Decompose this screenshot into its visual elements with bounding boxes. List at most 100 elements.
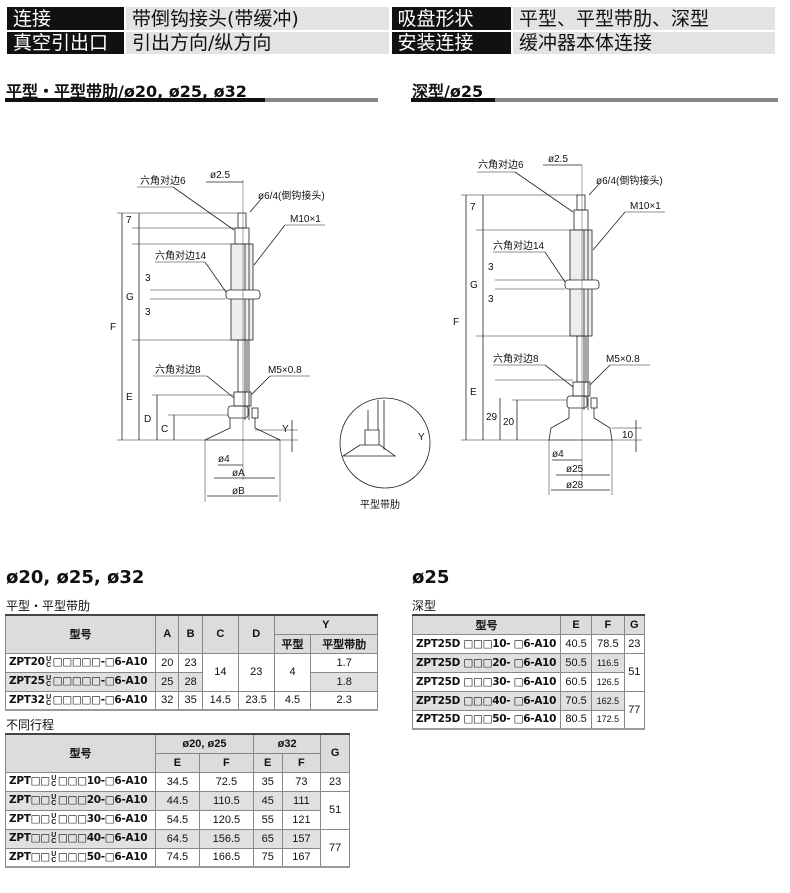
model-code-segment: □□□ <box>57 794 87 806</box>
cell: 20 <box>154 652 180 673</box>
section-bar <box>265 98 378 102</box>
col-header: 平型 <box>273 633 312 654</box>
dim-label: ø4 <box>218 454 230 465</box>
model-code-segment: 20-□6-A10 <box>86 794 148 806</box>
model-code: ZPT25D □□□30- □6-A10 <box>412 671 561 692</box>
col-header: A <box>154 614 180 654</box>
col-header: Y <box>273 614 379 635</box>
dim-label: M5×0.8 <box>606 354 640 365</box>
cell: 51 <box>320 790 350 830</box>
dim-label: ø2.5 <box>210 170 230 181</box>
model-code-segment: -□6-A10 <box>100 656 148 668</box>
dimension-drawings: ø2.5 六角对边6 ø6/4(倒钩接头) M10×1 六角对边14 六角对边8… <box>110 154 665 511</box>
dim-label: Y <box>418 432 425 443</box>
table-title-flat: 平型・平型带肋 <box>6 599 91 613</box>
model-code-segment: ZPT25D □□□50- □6-A10 <box>416 713 557 726</box>
cell: 14 <box>201 652 239 692</box>
cell: 32 <box>154 690 180 711</box>
cell: 110.5 <box>198 790 254 811</box>
model-code-segment: ZPT25D □□□40- □6-A10 <box>416 694 557 707</box>
model-code-segment: ZPT20 <box>9 656 45 668</box>
cell: 167 <box>281 847 322 868</box>
col-header: 型号 <box>412 614 561 635</box>
cell: 70.5 <box>559 690 593 711</box>
cell: 4.5 <box>273 690 312 711</box>
cell: 4 <box>273 652 312 692</box>
col-header: E <box>559 614 593 635</box>
dim-label: E <box>470 387 477 398</box>
model-code-segment: -□6-A10 <box>100 675 148 687</box>
dim-label: ø28 <box>566 480 584 491</box>
col-header: G <box>623 614 646 635</box>
model-code-segment: □□□□□ <box>52 656 101 668</box>
section-bar <box>411 98 495 102</box>
cell: 28 <box>178 671 203 692</box>
dim-label: øB <box>232 486 245 497</box>
cell: 166.5 <box>198 847 254 868</box>
col-header: 型号 <box>5 733 156 773</box>
cell: 34.5 <box>155 771 200 792</box>
model-code-segment: ZPT25D □□□10- □6-A10 <box>416 637 557 650</box>
spec-label-connection: 连接 <box>7 7 126 32</box>
dim-label: 7 <box>470 202 476 213</box>
model-code-segment: 30-□6-A10 <box>86 813 148 825</box>
model-code-segment: □□□ <box>57 832 87 844</box>
cell: 156.5 <box>198 828 254 849</box>
dim-label: 10 <box>622 430 634 441</box>
model-code: ZPT25D □□□10- □6-A10 <box>412 633 561 654</box>
col-header: ø32 <box>252 733 322 754</box>
dim-label: E <box>126 392 133 403</box>
cell: 45 <box>252 790 283 811</box>
spec-row: 连接 带倒钩接头(带缓冲) 吸盘形状 平型、平型带肋、深型 <box>7 7 778 32</box>
dim-label: Y <box>282 424 289 435</box>
model-code: ZPT25D □□□20- □6-A10 <box>412 652 561 673</box>
spec-label-vacuum-port: 真空引出口 <box>7 31 126 56</box>
model-code-segment: 10-□6-A10 <box>86 775 148 787</box>
cell: 54.5 <box>155 809 200 830</box>
cell: 55 <box>252 809 283 830</box>
cell: 75 <box>252 847 283 868</box>
spec-value-mounting: 缓冲器本体连接 <box>512 31 778 56</box>
cell: 120.5 <box>198 809 254 830</box>
col-header: E <box>252 752 283 773</box>
model-code-segment: □□□ <box>57 775 87 787</box>
col-header: E <box>155 752 200 773</box>
cell: 73 <box>281 771 322 792</box>
dim-label: G <box>126 292 134 303</box>
dim-label: ø25 <box>566 464 584 475</box>
model-code-segment: ZPT25D □□□30- □6-A10 <box>416 675 557 688</box>
cell: 51 <box>623 652 646 692</box>
model-code-segment: ZPT25D □□□20- □6-A10 <box>416 656 557 669</box>
table-title-deep: 深型 <box>412 599 437 613</box>
dim-label: 六角对边6 <box>140 174 186 187</box>
cell: 2.3 <box>310 690 378 711</box>
vacuum-pad-drawing-deep <box>461 164 665 495</box>
cell: 111 <box>281 790 322 811</box>
section-title-deep: 深型/ø25 <box>412 82 484 101</box>
spec-value-pad-shape: 平型、平型带肋、深型 <box>512 7 778 32</box>
cell: 1.7 <box>310 652 378 673</box>
cell: 23 <box>237 652 275 692</box>
cell: 1.8 <box>310 671 378 692</box>
dim-label: M10×1 <box>630 201 661 212</box>
dim-label: 3 <box>488 262 494 273</box>
model-code-segment: -□6-A10 <box>100 693 148 706</box>
cell: 60.5 <box>559 671 593 692</box>
cell: 121 <box>281 809 322 830</box>
dim-label: 29 <box>486 412 498 423</box>
dim-label: ø4 <box>552 449 564 460</box>
